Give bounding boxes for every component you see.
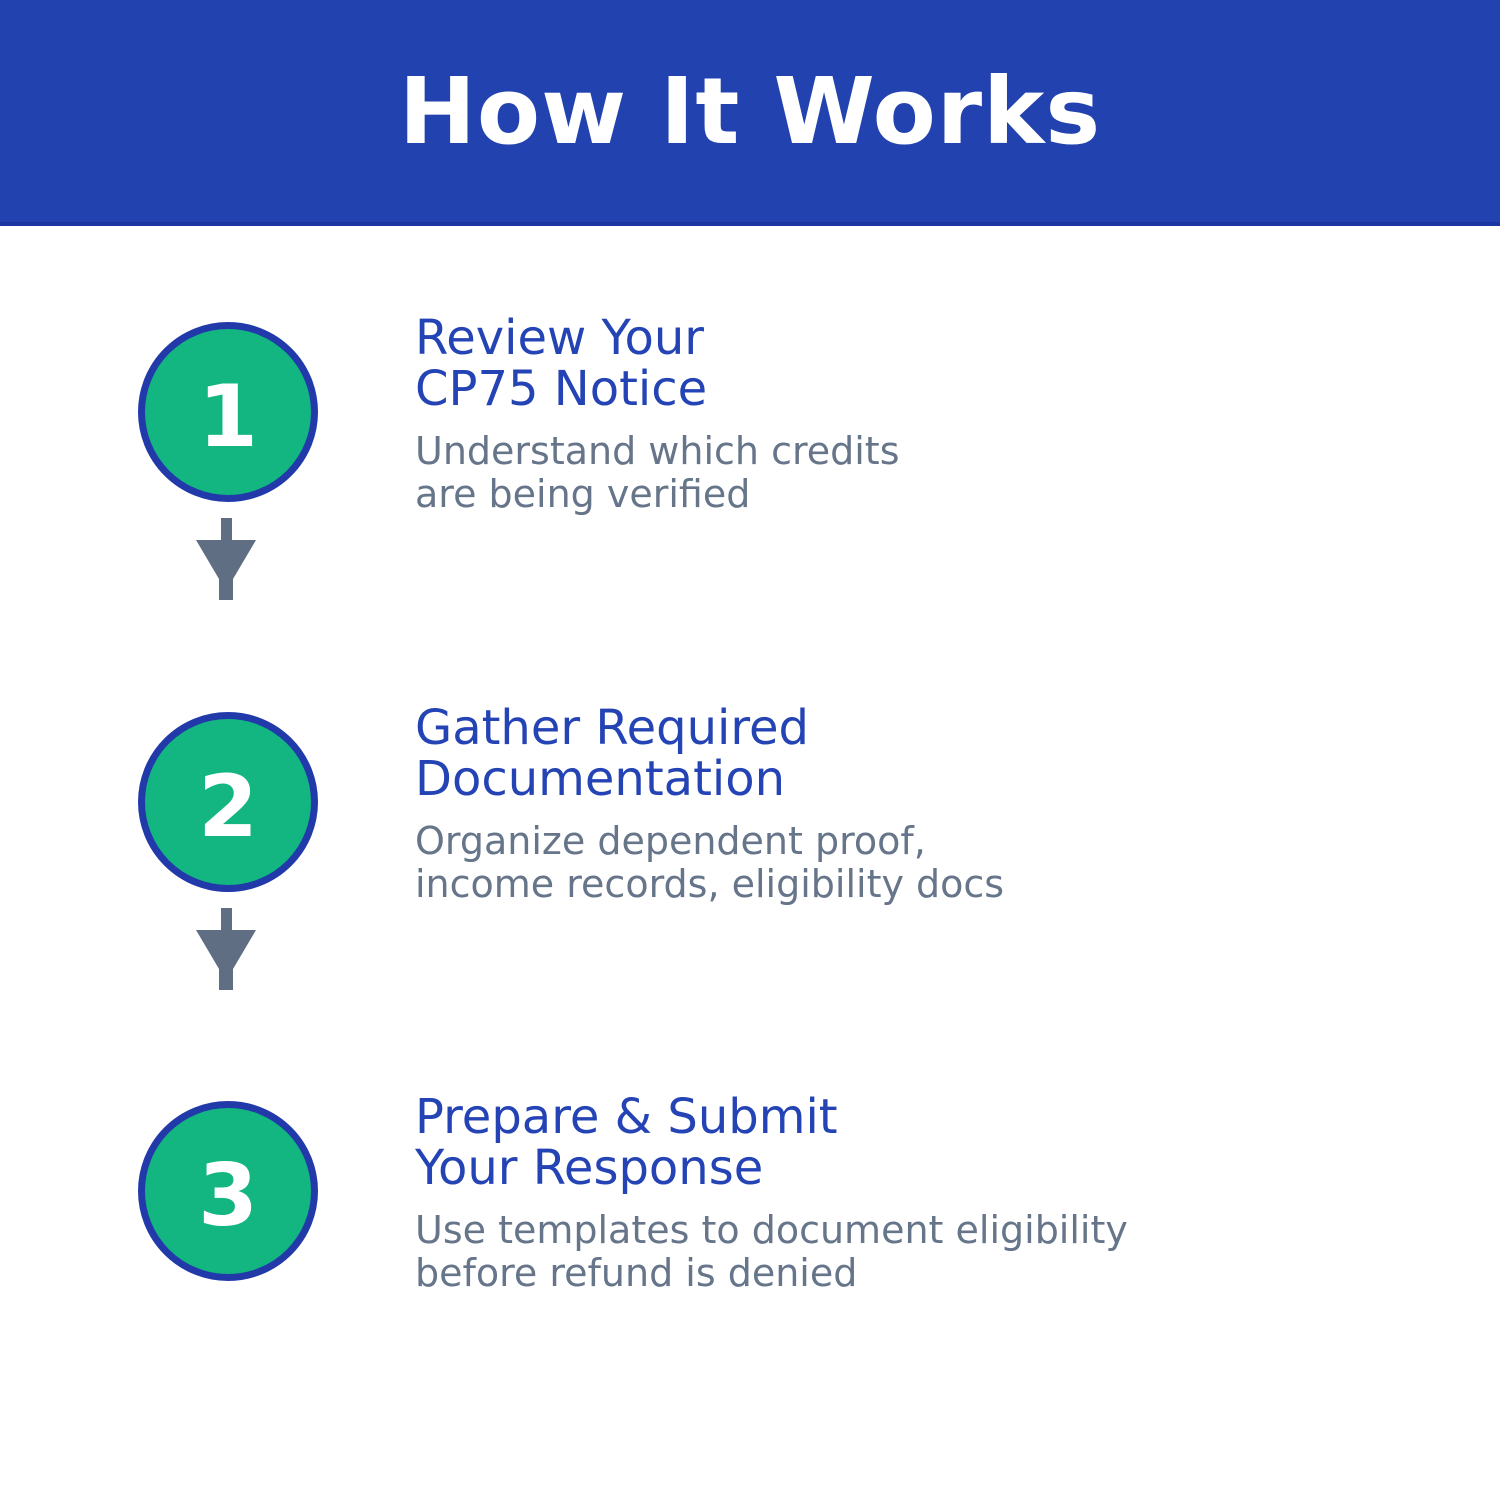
step-1-description: Understand which credits are being verif… — [415, 430, 900, 516]
step-3-desc-line2: before refund is denied — [415, 1251, 858, 1295]
step-2-desc-line1: Organize dependent proof, — [415, 819, 926, 863]
step-2-number-badge: 2 — [138, 712, 318, 892]
step-1-number: 1 — [198, 367, 258, 467]
step-1-title: Review Your CP75 Notice — [415, 313, 707, 415]
step-3: 3 Prepare & Submit Your Response Use tem… — [0, 1092, 1500, 1392]
step-3-title-line1: Prepare & Submit — [415, 1089, 838, 1145]
step-3-desc-line1: Use templates to document eligibility — [415, 1208, 1128, 1252]
step-1-title-line1: Review Your — [415, 310, 704, 366]
step-3-title: Prepare & Submit Your Response — [415, 1092, 838, 1194]
step-2-desc-line2: income records, eligibility docs — [415, 862, 1005, 906]
step-3-number-badge: 3 — [138, 1101, 318, 1281]
page-title: How It Works — [398, 57, 1102, 165]
step-3-title-line2: Your Response — [415, 1140, 764, 1196]
step-2-title-line1: Gather Required — [415, 700, 810, 756]
step-3-description: Use templates to document eligibility be… — [415, 1209, 1128, 1295]
step-2: 2 Gather Required Documentation Organize… — [0, 703, 1500, 1003]
step-2-title: Gather Required Documentation — [415, 703, 809, 805]
header-banner: How It Works — [0, 0, 1500, 226]
step-1: 1 Review Your CP75 Notice Understand whi… — [0, 313, 1500, 613]
step-1-title-line2: CP75 Notice — [415, 361, 708, 417]
step-1-desc-line2: are being verified — [415, 472, 751, 516]
down-arrow-icon — [196, 908, 256, 990]
down-arrow-icon — [196, 518, 256, 600]
step-2-description: Organize dependent proof, income records… — [415, 820, 1004, 906]
step-1-desc-line1: Understand which credits — [415, 429, 900, 473]
step-2-number: 2 — [198, 757, 258, 857]
step-2-title-line2: Documentation — [415, 751, 786, 807]
step-1-number-badge: 1 — [138, 322, 318, 502]
step-3-number: 3 — [198, 1146, 258, 1246]
